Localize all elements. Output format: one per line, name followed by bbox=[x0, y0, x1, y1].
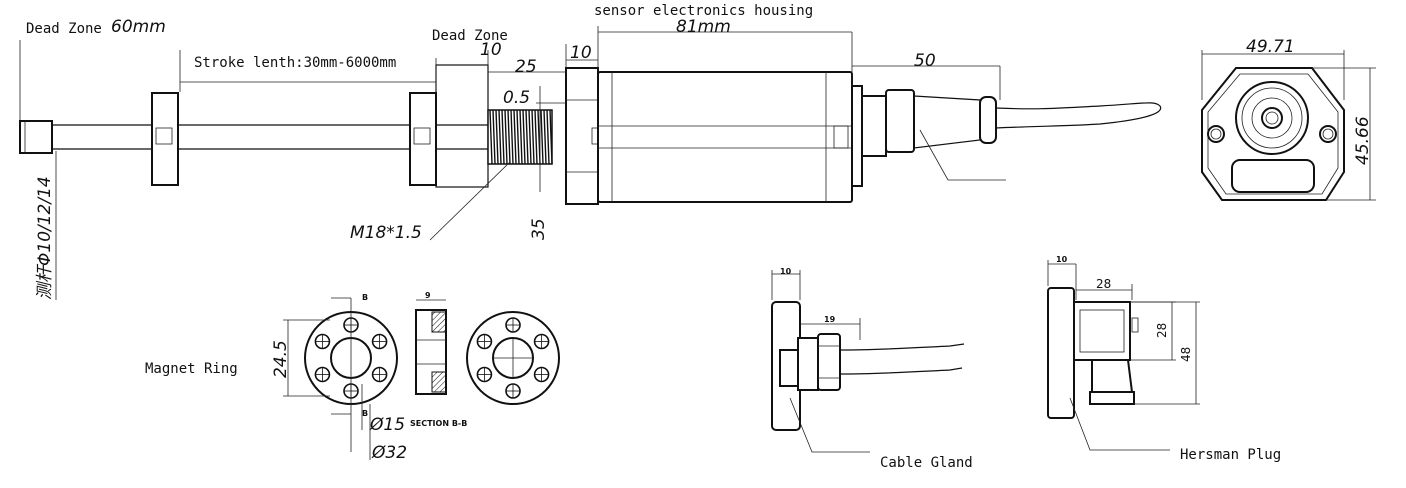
stroke-length-label: Stroke lenth:30mm-6000mm bbox=[194, 55, 396, 71]
gland-cable bbox=[839, 343, 965, 351]
gland-nut-detail bbox=[797, 337, 819, 391]
magnet-ring-back bbox=[466, 311, 560, 405]
cable-gland-detail bbox=[771, 270, 965, 453]
dim-gland-length: 19 bbox=[824, 315, 836, 324]
mount-hole-left bbox=[1207, 125, 1225, 143]
dim-flange-width: 10 bbox=[570, 43, 592, 63]
section-mark-top: B bbox=[362, 293, 368, 302]
sensor-side-view bbox=[19, 64, 1162, 205]
section-mark-bottom: B bbox=[362, 409, 368, 418]
dim-thread-length: 25 bbox=[515, 57, 537, 77]
end-view-plate bbox=[1201, 50, 1376, 201]
dim-cable-length: 50 bbox=[914, 51, 936, 71]
plug-body bbox=[1073, 301, 1131, 361]
hersman-plug-label: Hersman Plug bbox=[1180, 447, 1281, 463]
dim-ring-inner: Ø15 bbox=[369, 415, 405, 435]
housing-flange bbox=[565, 67, 599, 205]
dim-gap: 0.5 bbox=[503, 88, 530, 108]
connector-ring bbox=[1235, 81, 1309, 155]
dead-zone-left-label: Dead Zone bbox=[26, 21, 102, 37]
dim-ring-height: 24.5 bbox=[271, 340, 291, 378]
gland-body bbox=[885, 89, 915, 153]
dim-ring-thickness: 9 bbox=[425, 291, 431, 300]
dim-ring-outer: Ø32 bbox=[371, 443, 407, 463]
dim-gland-flange: 10 bbox=[780, 267, 792, 276]
dead-zone-left-value: 60mm bbox=[111, 17, 166, 37]
section-label: SECTION B-B bbox=[410, 419, 467, 428]
plug-socket bbox=[1091, 359, 1134, 393]
dim-plug-height: 48 bbox=[1179, 347, 1193, 362]
main-dimensions bbox=[19, 26, 1001, 300]
dim-plate-width: 49.71 bbox=[1246, 37, 1295, 57]
mount-hole-right bbox=[1319, 125, 1337, 143]
magnet-ring-section bbox=[415, 299, 447, 395]
thread-hatch bbox=[489, 109, 553, 165]
dim-thread-dia: 35 bbox=[529, 218, 549, 240]
electronics-housing bbox=[597, 71, 853, 203]
sensor-housing-label: sensor electronics housing bbox=[594, 3, 813, 19]
label-recess bbox=[1231, 159, 1315, 193]
dim-plug-side: 28 bbox=[1155, 323, 1169, 338]
magnet-ring-front bbox=[283, 297, 398, 460]
dim-plug-flange: 10 bbox=[1056, 255, 1068, 264]
magnet-ring-label: Magnet Ring bbox=[145, 361, 238, 377]
cable bbox=[995, 102, 1162, 129]
dead-zone-block bbox=[435, 64, 489, 188]
dim-plug-width: 28 bbox=[1096, 277, 1111, 291]
ring-holes-back bbox=[476, 317, 550, 399]
thread-label: M18*1.5 bbox=[350, 223, 422, 243]
dead-zone-mid-label: Dead Zone bbox=[432, 28, 508, 44]
dim-plate-height: 45.66 bbox=[1353, 116, 1373, 165]
rod-diameter-label: 测杆Φ10/12/14 bbox=[35, 176, 55, 300]
dim-housing-length: 81mm bbox=[676, 17, 731, 37]
cable-gland-label: Cable Gland bbox=[880, 455, 973, 471]
hersman-plug-detail bbox=[1047, 260, 1200, 451]
cable-boot bbox=[913, 95, 981, 149]
gland-nut bbox=[851, 85, 863, 187]
dim-dead-zone-mid: 10 bbox=[480, 40, 502, 60]
